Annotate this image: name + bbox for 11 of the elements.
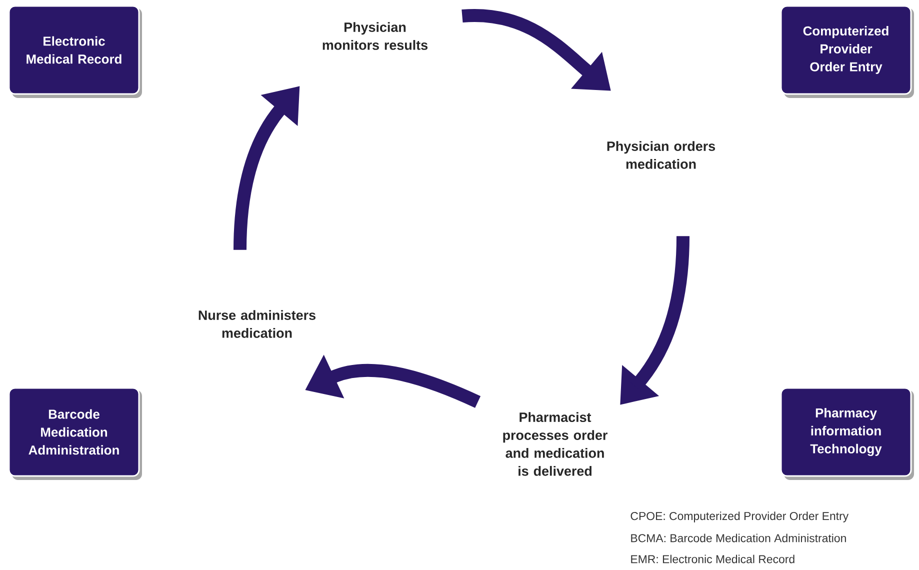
legend-note: CPOE: Computerized Provider Order Entry [630,512,849,522]
step-text: Physician monitors results [322,22,428,50]
step-text: Physician orders medication [607,141,716,169]
step-text: Nurse administers medication [198,310,316,338]
acronym-box: Computerized Provider Order Entry [780,5,914,98]
legend-note: EMR: Electronic Medical Record [631,554,794,564]
acronym-box: Pharmacy information Technology [780,387,914,480]
acronym-box: Electronic Medical Record [8,5,142,98]
legend-note: BCMA: Barcode Medication Administration [631,534,846,542]
step-text: Pharmacist processes order and medication is delivered [503,412,608,476]
acronym-box: Barcode Medication Administration [8,387,142,480]
